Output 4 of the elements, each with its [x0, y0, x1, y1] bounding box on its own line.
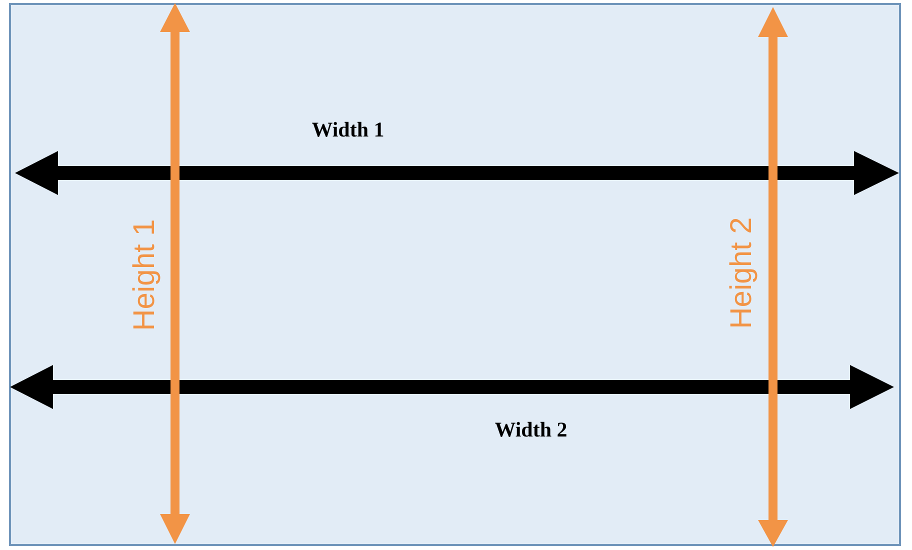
height-label: Height 1 [130, 219, 160, 331]
width-label: Width 2 [494, 420, 568, 440]
width-label: Width 1 [312, 120, 384, 140]
height-label: Height 2 [727, 217, 757, 329]
